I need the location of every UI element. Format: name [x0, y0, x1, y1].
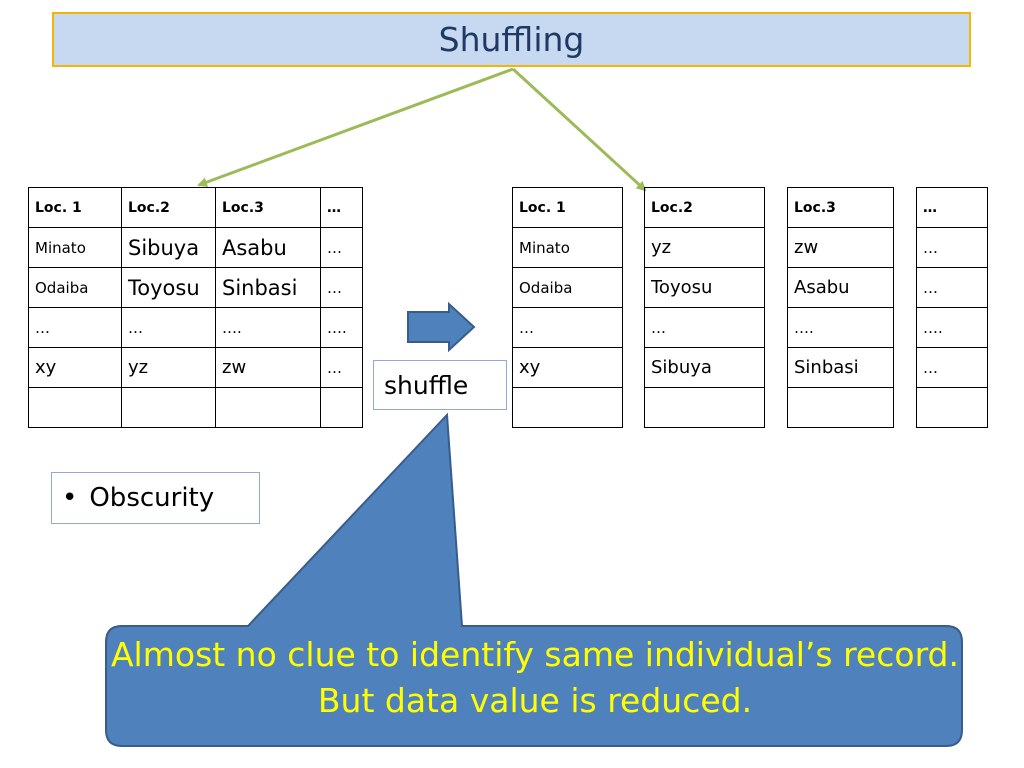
table-cell: … [916, 347, 988, 388]
table-cell: … [320, 267, 363, 308]
table-cell: …. [215, 307, 321, 348]
table-cell: zw [787, 227, 894, 268]
table-cell [121, 387, 216, 428]
table-row: Loc.2 [644, 187, 765, 228]
header-cell: … [916, 187, 988, 228]
table-row: Sibuya [644, 347, 765, 388]
table-cell: yz [644, 227, 765, 268]
table-row: …. [916, 307, 988, 348]
header-cell-loc3: Loc.3 [215, 187, 321, 228]
table-cell [787, 387, 894, 428]
table-cell: … [121, 307, 216, 348]
header-cell: Loc.2 [644, 187, 765, 228]
table-cell: … [320, 227, 363, 268]
right-table-more: … … … …. … [916, 187, 988, 428]
table-row: zw [787, 227, 894, 268]
table-cell: … [512, 307, 623, 348]
table-row: Loc. 1 [512, 187, 623, 228]
table-cell: Asabu [215, 227, 321, 268]
table-cell: Odaiba [512, 267, 623, 308]
title-text: Shuffling [438, 20, 585, 59]
table-row: … … …. …. [28, 307, 363, 348]
table-cell: Toyosu [644, 267, 765, 308]
callout-line-1: Almost no clue to identify same individu… [110, 635, 959, 674]
bullet-icon: • [62, 483, 78, 513]
table-cell: xy [512, 347, 623, 388]
table-row: xy yz zw … [28, 347, 363, 388]
table-cell: zw [215, 347, 321, 388]
table-row: … [916, 347, 988, 388]
table-cell: Sibuya [121, 227, 216, 268]
table-row [644, 387, 765, 428]
header-cell: Loc.3 [787, 187, 894, 228]
callout-bubble [105, 412, 963, 747]
table-cell [320, 387, 363, 428]
table-row: Odaiba Toyosu Sinbasi … [28, 267, 363, 308]
table-cell [644, 387, 765, 428]
table-cell: …. [916, 307, 988, 348]
table-cell: Minato [512, 227, 623, 268]
table-cell: Toyosu [121, 267, 216, 308]
table-row: Odaiba [512, 267, 623, 308]
table-row [916, 387, 988, 428]
table-cell: yz [121, 347, 216, 388]
table-cell: Odaiba [28, 267, 122, 308]
callout-line-2: But data value is reduced. [317, 681, 753, 720]
table-row: Loc.3 [787, 187, 894, 228]
table-row: … [512, 307, 623, 348]
right-table-loc2: Loc.2 yz Toyosu … Sibuya [644, 187, 765, 428]
title-banner: Shuffling [52, 12, 971, 67]
table-row: Minato Sibuya Asabu … [28, 227, 363, 268]
table-cell: … [320, 347, 363, 388]
table-cell: … [916, 267, 988, 308]
table-cell: Minato [28, 227, 122, 268]
table-row: Asabu [787, 267, 894, 308]
table-row: Loc. 1 Loc.2 Loc.3 … [28, 187, 363, 228]
shuffle-arrow-icon [407, 301, 476, 353]
table-row: … [916, 187, 988, 228]
table-cell [916, 387, 988, 428]
table-row [787, 387, 894, 428]
header-cell: Loc. 1 [512, 187, 623, 228]
arrow-to-right-table [511, 67, 647, 192]
table-cell: Asabu [787, 267, 894, 308]
table-row: yz [644, 227, 765, 268]
left-table: Loc. 1 Loc.2 Loc.3 … Minato Sibuya Asabu… [28, 187, 363, 428]
table-cell: … [28, 307, 122, 348]
table-cell: … [644, 307, 765, 348]
arrow-to-left-table [197, 67, 514, 187]
table-cell: …. [320, 307, 363, 348]
table-row: … [916, 267, 988, 308]
table-cell: Sinbasi [787, 347, 894, 388]
right-table-loc1: Loc. 1 Minato Odaiba … xy [512, 187, 623, 428]
table-cell: Sibuya [644, 347, 765, 388]
header-cell-loc1: Loc. 1 [28, 187, 122, 228]
table-row: … [916, 227, 988, 268]
shuffle-label: shuffle [373, 360, 507, 410]
table-cell: Sinbasi [215, 267, 321, 308]
callout-text: Almost no clue to identify same individu… [110, 632, 960, 724]
table-cell: … [916, 227, 988, 268]
table-cell [215, 387, 321, 428]
table-row: Minato [512, 227, 623, 268]
table-row: …. [787, 307, 894, 348]
header-cell-loc2: Loc.2 [121, 187, 216, 228]
table-cell: …. [787, 307, 894, 348]
table-cell [28, 387, 122, 428]
obscurity-bullet-box: • Obscurity [51, 472, 260, 524]
table-row [28, 387, 363, 428]
table-row: … [644, 307, 765, 348]
table-row [512, 387, 623, 428]
right-table-loc3: Loc.3 zw Asabu …. Sinbasi [787, 187, 894, 428]
bullet-text: Obscurity [89, 483, 215, 513]
table-row: xy [512, 347, 623, 388]
table-cell: xy [28, 347, 122, 388]
header-cell-more: … [320, 187, 363, 228]
table-cell [512, 387, 623, 428]
table-row: Toyosu [644, 267, 765, 308]
table-row: Sinbasi [787, 347, 894, 388]
